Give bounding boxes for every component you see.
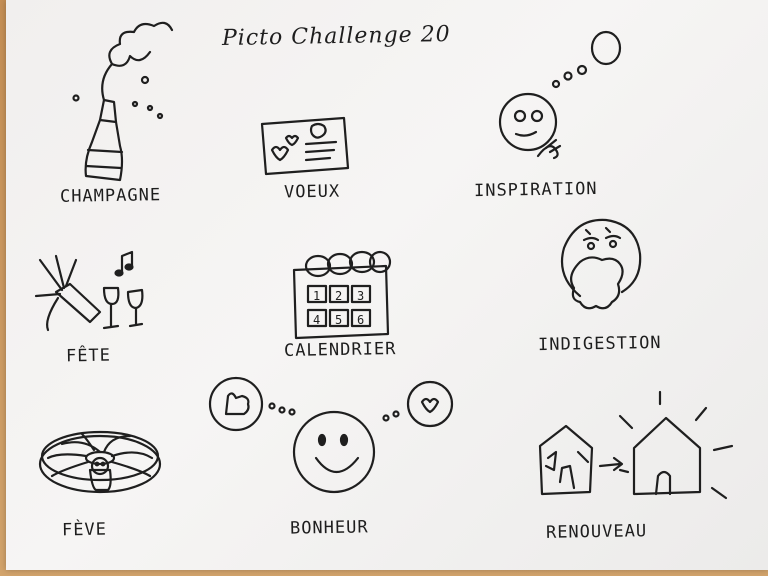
happy-face-icon — [208, 376, 454, 494]
thinking-face-icon — [498, 30, 622, 160]
label-renouveau: RENOUVEAU — [545, 521, 648, 543]
galette-cake-icon — [38, 430, 162, 494]
calendar-day-3: 3 — [357, 289, 364, 303]
calendar-day-1: 1 — [313, 289, 320, 303]
label-calendrier: CALENDRIER — [283, 339, 397, 361]
sick-face-icon — [560, 218, 642, 310]
label-champagne: CHAMPAGNE — [59, 185, 162, 207]
label-fete: FÊTE — [65, 345, 112, 367]
champagne-bottle-icon — [72, 21, 174, 182]
label-indigestion: INDIGESTION — [537, 332, 662, 356]
calendar-icon: 1 2 3 4 5 6 — [292, 250, 392, 340]
label-feve: FÈVE — [61, 519, 108, 541]
label-voeux: VOEUX — [283, 181, 341, 203]
calendar-day-4: 4 — [313, 313, 320, 327]
house-renewal-icon — [538, 390, 734, 500]
party-glasses-icon — [34, 250, 144, 332]
calendar-day-5: 5 — [335, 313, 342, 327]
calendar-day-6: 6 — [357, 313, 364, 327]
calendar-day-2: 2 — [335, 289, 342, 303]
label-inspiration: INSPIRATION — [473, 178, 598, 202]
greeting-card-icon — [260, 116, 350, 176]
label-bonheur: BONHEUR — [289, 517, 369, 539]
